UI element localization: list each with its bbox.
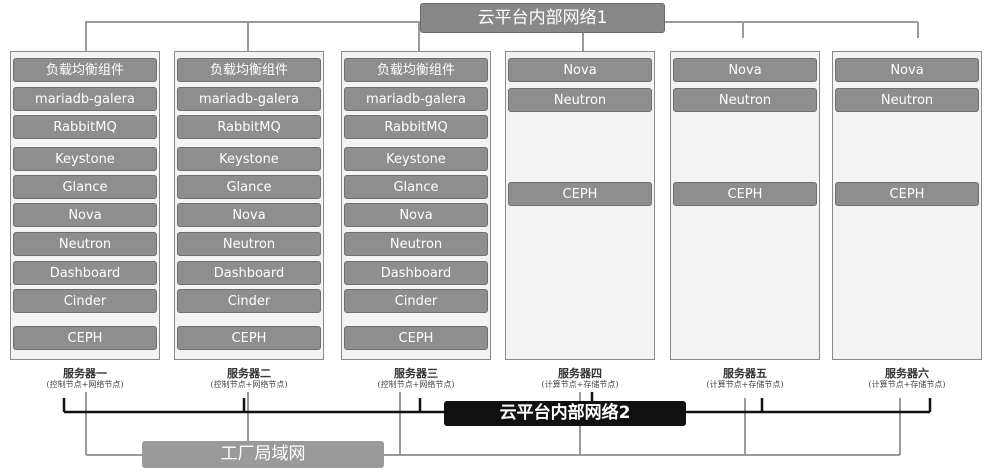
service-nova: Nova [508, 58, 652, 82]
service-keystone: Keystone [177, 147, 321, 171]
server-role: (控制节点+网络节点) [46, 380, 124, 389]
server-name: 服务器二 [227, 367, 271, 380]
service-neutron: Neutron [177, 232, 321, 256]
service-ceph: CEPH [177, 326, 321, 350]
server-role: (控制节点+网络节点) [210, 380, 288, 389]
service-neutron: Neutron [13, 232, 157, 256]
service-ceph: CEPH [673, 182, 817, 206]
service-nova: Nova [673, 58, 817, 82]
internal-network-1-label: 云平台内部网络1 [420, 3, 665, 33]
server-name: 服务器一 [63, 367, 107, 380]
server-name: 服务器六 [885, 367, 929, 380]
service-neutron: Neutron [344, 232, 488, 256]
service-rabbitmq: RabbitMQ [177, 115, 321, 139]
service-load-balancer: 负载均衡组件 [344, 58, 488, 82]
server-name: 服务器三 [394, 367, 438, 380]
service-load-balancer: 负载均衡组件 [13, 58, 157, 82]
service-dashboard: Dashboard [13, 261, 157, 285]
service-keystone: Keystone [344, 147, 488, 171]
service-nova: Nova [835, 58, 979, 82]
service-mariadb-galera: mariadb-galera [177, 87, 321, 111]
service-glance: Glance [344, 175, 488, 199]
service-dashboard: Dashboard [177, 261, 321, 285]
service-glance: Glance [13, 175, 157, 199]
service-neutron: Neutron [508, 88, 652, 112]
service-nova: Nova [344, 203, 488, 227]
service-nova: Nova [13, 203, 157, 227]
service-load-balancer: 负载均衡组件 [177, 58, 321, 82]
factory-lan-label: 工厂局域网 [142, 441, 384, 468]
service-rabbitmq: RabbitMQ [13, 115, 157, 139]
service-cinder: Cinder [13, 289, 157, 313]
server-name: 服务器五 [723, 367, 767, 380]
service-dashboard: Dashboard [344, 261, 488, 285]
service-cinder: Cinder [344, 289, 488, 313]
service-mariadb-galera: mariadb-galera [13, 87, 157, 111]
service-keystone: Keystone [13, 147, 157, 171]
service-nova: Nova [177, 203, 321, 227]
service-neutron: Neutron [835, 88, 979, 112]
service-neutron: Neutron [673, 88, 817, 112]
service-ceph: CEPH [344, 326, 488, 350]
service-mariadb-galera: mariadb-galera [344, 87, 488, 111]
service-ceph: CEPH [13, 326, 157, 350]
service-cinder: Cinder [177, 289, 321, 313]
service-ceph: CEPH [835, 182, 979, 206]
server-role: (计算节点+存储节点) [868, 380, 946, 389]
server-role: (计算节点+存储节点) [541, 380, 619, 389]
service-ceph: CEPH [508, 182, 652, 206]
server-role: (计算节点+存储节点) [706, 380, 784, 389]
server-name: 服务器四 [558, 367, 602, 380]
server-role: (控制节点+网络节点) [377, 380, 455, 389]
service-rabbitmq: RabbitMQ [344, 115, 488, 139]
internal-network-2-label: 云平台内部网络2 [444, 401, 686, 426]
service-glance: Glance [177, 175, 321, 199]
